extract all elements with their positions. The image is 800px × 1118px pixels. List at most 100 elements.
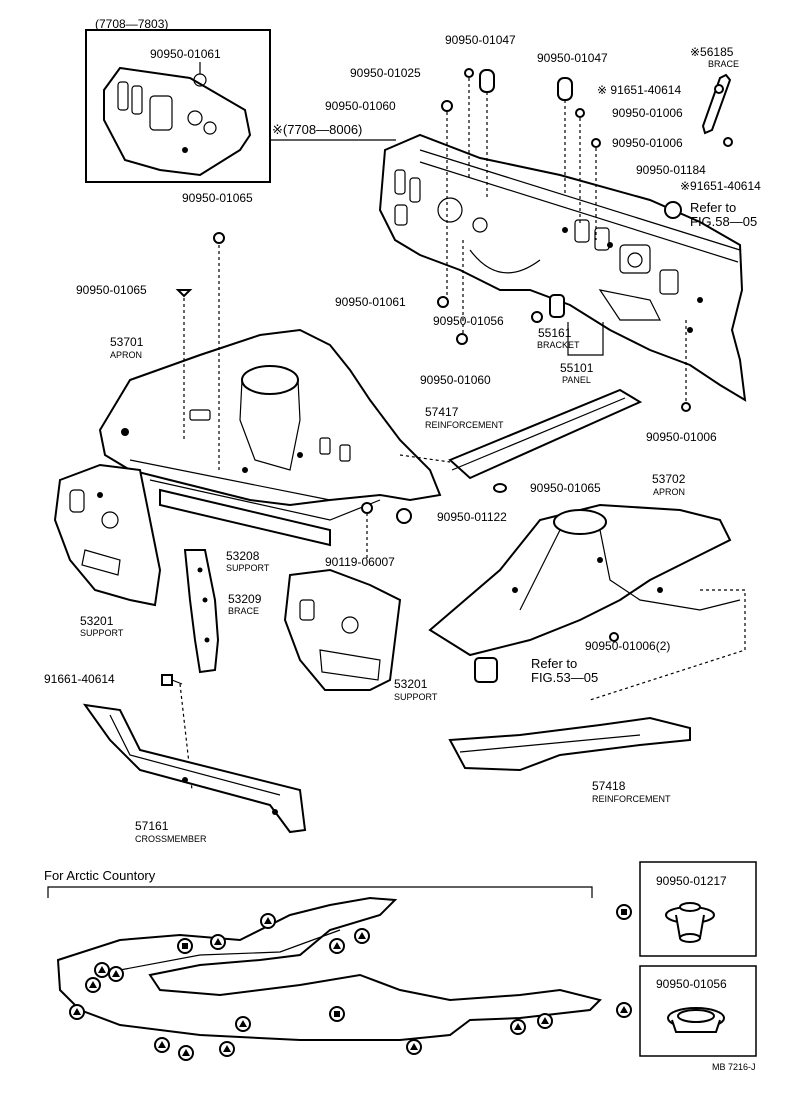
label-refer-53-line1: Refer to: [531, 656, 577, 671]
label-90950-01060-a: 90950-01060: [325, 99, 396, 113]
leader-57417: [399, 454, 451, 463]
label-55101-name: PANEL: [562, 375, 591, 385]
arctic-underbody: [56, 896, 602, 1041]
plug-01056-drawing: [667, 1007, 725, 1033]
label-90950-01006-b: 90950-01006: [612, 136, 683, 150]
label-53208-name: SUPPORT: [226, 563, 270, 573]
label-90950-01006-c: 90950-01006: [646, 430, 717, 444]
label-57417-name: REINFORCEMENT: [425, 420, 504, 430]
label-53701-name: APRON: [110, 350, 142, 360]
label-90950-01047-b: 90950-01047: [537, 51, 608, 65]
label-90950-01047-a: 90950-01047: [445, 33, 516, 47]
label-refer-53-line2: FIG.53—05: [531, 670, 598, 685]
plug-90950-01065-c: [493, 483, 507, 493]
plug-90950-01006-2: [609, 632, 619, 642]
label-53701: 53701: [110, 335, 144, 349]
triangle-marker: [329, 938, 345, 954]
label-91651-40614-b: ※91651-40614: [680, 179, 761, 193]
triangle-marker: [85, 977, 101, 993]
bolt-91661-40614: [161, 674, 183, 686]
inset-panel-drawing: [103, 62, 252, 177]
bracket-55161: [549, 294, 565, 318]
label-57417: 57417: [425, 405, 459, 419]
triangle-marker: [235, 1016, 251, 1032]
plug-90950-01184: [664, 201, 682, 219]
brace-56185: [701, 73, 733, 147]
arctic-section: For Arctic Countory: [44, 861, 757, 1072]
beam-53208: [159, 488, 331, 547]
apron-53702-outline: [589, 589, 746, 701]
triangle-marker: [260, 913, 276, 929]
label-refer-58-line2: FIG.58—05: [690, 214, 757, 229]
brace-53209: [183, 549, 220, 674]
label-90950-01060-b: 90950-01060: [420, 373, 491, 387]
legend-box-90950-01217: 90950-01217: [639, 861, 757, 957]
label-90950-01184: 90950-01184: [636, 163, 706, 177]
crossmember-57161: [82, 703, 307, 834]
plug-90950-01122: [396, 508, 412, 524]
plug-90950-01060-b: [456, 333, 468, 345]
support-53201-right: [283, 568, 402, 691]
plug-90950-01065-a: [213, 232, 225, 244]
legend-part-01217: 90950-01217: [656, 874, 727, 888]
label-90950-01065-b: 90950-01065: [76, 283, 147, 297]
reinforcement-57417: [448, 388, 643, 480]
footer-code: MB 7216-J: [712, 1062, 756, 1072]
callout-label: ※(7708—8006): [272, 122, 362, 137]
label-91661-40614: 91661-40614: [44, 672, 115, 686]
label-90950-01025: 90950-01025: [350, 66, 421, 80]
triangle-marker: [219, 1041, 235, 1057]
plug-90950-01006-a: [575, 108, 585, 118]
label-90950-01065-c: 90950-01065: [530, 481, 601, 495]
label-57418-name: REINFORCEMENT: [592, 794, 671, 804]
triangle-marker: [94, 962, 110, 978]
label-57418: 57418: [592, 779, 626, 793]
arctic-triangle-markers: [69, 913, 553, 1061]
triangle-marker: [406, 1039, 422, 1055]
triangle-marker: [537, 1013, 553, 1029]
plug-90950-01065-b: [175, 289, 193, 298]
apron-53701: [98, 328, 442, 521]
label-55161: 55161: [538, 326, 572, 340]
bracket-refer-53-05: [474, 657, 498, 683]
label-55101: 55101: [560, 361, 594, 375]
label-53209: 53209: [228, 592, 262, 606]
plug-90950-01006-b: [591, 138, 601, 148]
part-labels: 90950-01047 90950-01047 ※56185 BRACE 909…: [44, 33, 761, 844]
square-marker: [177, 938, 193, 954]
label-90950-01065-a: 90950-01065: [182, 191, 253, 205]
triangle-marker: [354, 928, 370, 944]
label-90950-01122: 90950-01122: [437, 510, 507, 524]
triangle-marker: [108, 966, 124, 982]
label-90950-01061: 90950-01061: [335, 295, 406, 309]
support-53201-left: [53, 463, 162, 607]
legend-triangle-marker: [616, 1002, 632, 1018]
plug-90950-01047-b: [557, 77, 573, 101]
reinforcement-57418: [448, 716, 691, 772]
label-53702-name: APRON: [653, 487, 685, 497]
label-53702: 53702: [652, 472, 686, 486]
legend-part-01056: 90950-01056: [656, 977, 727, 991]
label-53208: 53208: [226, 549, 260, 563]
arctic-bracket: [47, 886, 593, 898]
label-53201-b: 53201: [394, 677, 428, 691]
panel-bracket-line: [567, 322, 604, 356]
arctic-square-markers: [177, 938, 345, 1022]
apron-53702: [428, 503, 741, 657]
label-56185-name: BRACE: [708, 59, 739, 69]
triangle-marker: [154, 1037, 170, 1053]
label-53201-a: 53201: [80, 614, 114, 628]
legend-box-90950-01056: 90950-01056: [639, 965, 757, 1057]
legend-square-marker: [616, 904, 632, 920]
grommet-01217-drawing: [665, 902, 715, 943]
label-90119-06007: 90119-06007: [325, 555, 395, 569]
dash-panel-55101: [378, 133, 747, 402]
triangle-marker: [69, 1004, 85, 1020]
inset-range-label: (7708—7803): [95, 17, 168, 31]
triangle-marker: [210, 934, 226, 950]
label-57161-name: CROSSMEMBER: [135, 834, 207, 844]
label-53209-name: BRACE: [228, 606, 259, 616]
square-marker: [329, 1006, 345, 1022]
triangle-marker: [178, 1045, 194, 1061]
